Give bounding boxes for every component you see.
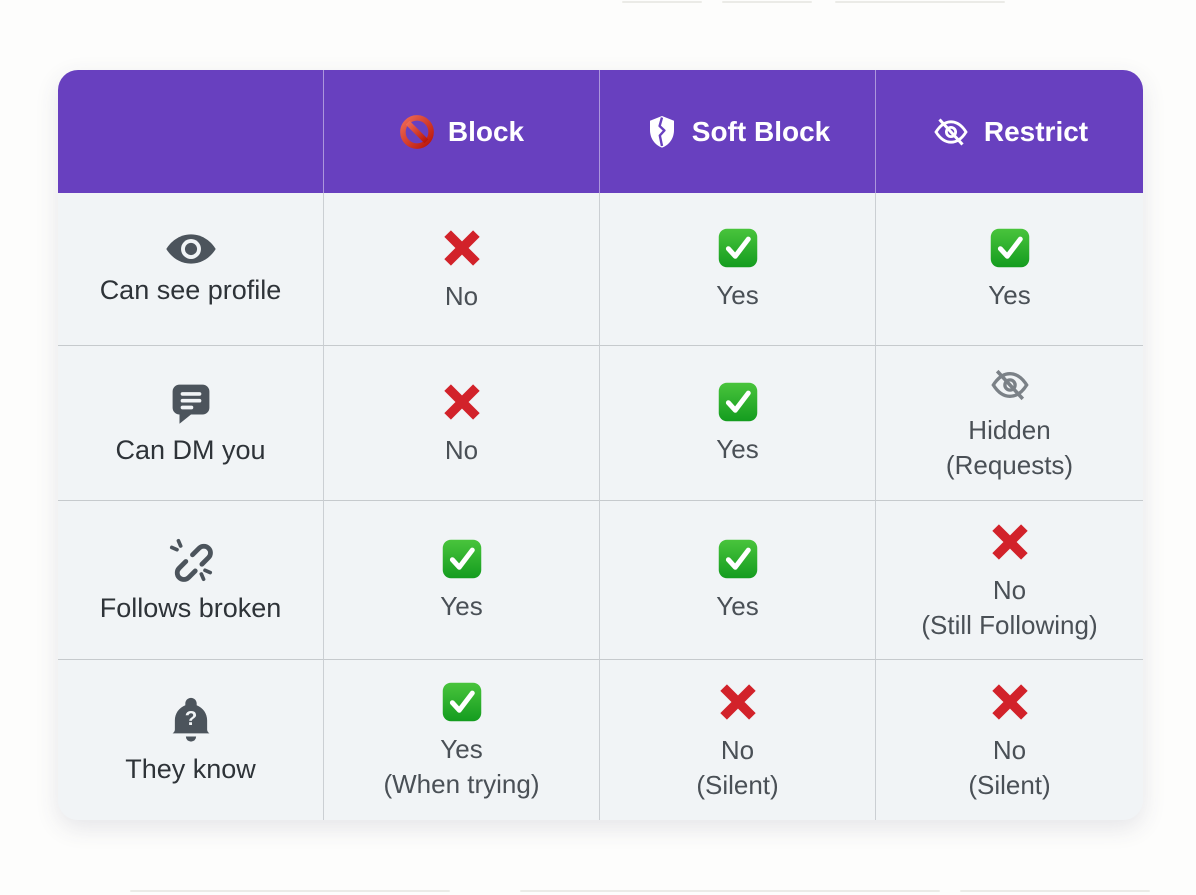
feature-label: Can DM you (115, 435, 266, 465)
feature-cell: Can DM you (58, 345, 323, 500)
eye-off-gray-icon (985, 365, 1035, 405)
prohibited-icon (399, 114, 435, 150)
feature-label: They know (125, 754, 256, 784)
header-cell-restrict: Restrict (875, 70, 1143, 193)
value-note: (Silent) (696, 769, 779, 800)
value-cell-block: Yes (323, 500, 599, 659)
feature-cell: Can see profile (58, 193, 323, 345)
header-label: Soft Block (691, 115, 831, 147)
edge-artifact (835, 1, 1005, 3)
check-icon (716, 537, 760, 581)
value-note: (Still Following) (921, 609, 1098, 640)
broken-link-icon (167, 536, 215, 584)
value-text: Yes (440, 591, 483, 621)
value-text: No (992, 734, 1027, 765)
value-cell-soft-block: Yes (599, 193, 875, 345)
check-icon (440, 680, 484, 724)
value-text: Hidden (968, 414, 1051, 445)
value-note: (Requests) (945, 449, 1074, 480)
edge-artifact (130, 890, 450, 892)
edge-artifact (960, 890, 1150, 892)
check-icon (440, 537, 484, 581)
value-note: (Silent) (968, 769, 1051, 800)
value-note: (When trying) (383, 768, 540, 799)
edge-artifact (622, 1, 702, 3)
eye-off-icon (931, 114, 971, 150)
bell-question-icon: ? (168, 695, 214, 745)
header-cell-soft-block: Soft Block (599, 70, 875, 193)
cross-icon (439, 379, 485, 425)
feature-cell: ? They know (58, 659, 323, 820)
check-icon (988, 226, 1032, 270)
value-cell-soft-block: Yes (599, 500, 875, 659)
feature-label: Follows broken (99, 593, 282, 623)
broken-shield-icon (645, 114, 679, 150)
value-text: No (992, 574, 1027, 605)
value-text: Yes (716, 280, 759, 310)
edge-artifact (722, 1, 812, 3)
cross-icon (987, 519, 1033, 565)
message-icon (168, 380, 214, 426)
value-cell-soft-block: No (Silent) (599, 659, 875, 820)
value-text: Yes (716, 434, 759, 464)
check-icon (716, 226, 760, 270)
value-text: Yes (716, 591, 759, 621)
value-text: No (720, 734, 755, 765)
comparison-table: Block Soft Block Restrict (58, 70, 1143, 820)
value-cell-restrict: Hidden (Requests) (875, 345, 1143, 500)
value-cell-restrict: No (Still Following) (875, 500, 1143, 659)
header-label: Block (447, 115, 525, 147)
cross-icon (715, 679, 761, 725)
value-cell-block: No (323, 193, 599, 345)
check-icon (716, 380, 760, 424)
header-label: Restrict (983, 115, 1089, 147)
value-text: No (444, 281, 479, 311)
cross-icon (439, 225, 485, 271)
eye-icon (165, 232, 217, 266)
value-text: Yes (988, 280, 1031, 310)
header-cell-empty (58, 70, 323, 193)
svg-text:?: ? (184, 707, 196, 730)
value-cell-soft-block: Yes (599, 345, 875, 500)
value-text: No (444, 435, 479, 465)
feature-label: Can see profile (99, 275, 282, 305)
value-cell-restrict: Yes (875, 193, 1143, 345)
value-cell-restrict: No (Silent) (875, 659, 1143, 820)
value-cell-block: Yes (When trying) (323, 659, 599, 820)
feature-cell: Follows broken (58, 500, 323, 659)
edge-artifact (520, 890, 940, 892)
header-cell-block: Block (323, 70, 599, 193)
value-text: Yes (440, 733, 483, 764)
cross-icon (987, 679, 1033, 725)
value-cell-block: No (323, 345, 599, 500)
